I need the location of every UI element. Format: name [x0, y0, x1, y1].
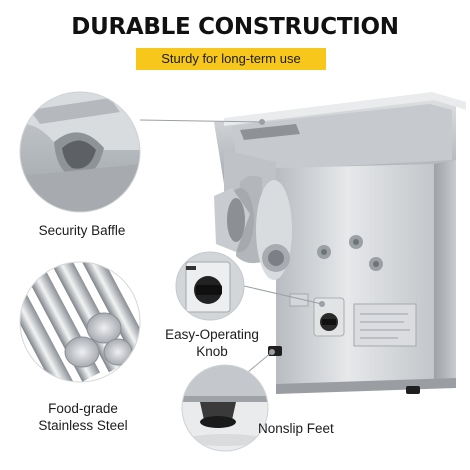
subtitle-banner: Sturdy for long-term use	[136, 48, 326, 70]
knob-detail	[175, 251, 245, 321]
security-baffle-detail	[19, 91, 141, 213]
callout-security-baffle-text: Security Baffle	[38, 223, 126, 238]
subtitle-text: Sturdy for long-term use	[161, 51, 301, 66]
meat-grinder-machine	[214, 92, 466, 394]
callout-security-baffle: Security Baffle	[22, 222, 142, 239]
callout-stainless-steel: Food-grade Stainless Steel	[18, 400, 148, 434]
callout-connectors	[139, 119, 325, 373]
page-title: DURABLE CONSTRUCTION	[71, 14, 399, 40]
callout-steel-line2: Stainless Steel	[38, 418, 128, 433]
callout-knob-line2: Knob	[196, 344, 228, 359]
callout-knob-line1: Easy-Operating	[165, 327, 259, 342]
callout-nonslip-feet: Nonslip Feet	[258, 420, 368, 437]
nonslip-feet-detail	[181, 364, 269, 452]
callout-steel-line1: Food-grade	[48, 401, 118, 416]
callout-knob: Easy-Operating Knob	[162, 326, 262, 360]
callout-feet-text: Nonslip Feet	[258, 421, 334, 436]
stainless-steel-detail	[19, 261, 141, 383]
